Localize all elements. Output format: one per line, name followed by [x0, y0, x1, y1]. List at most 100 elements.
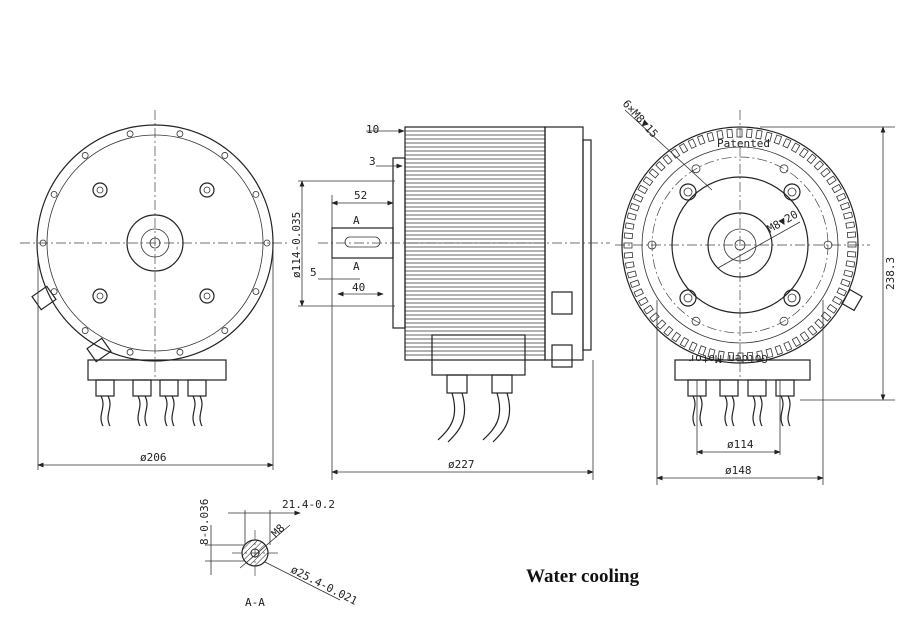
- dim-52: 52: [354, 189, 367, 202]
- bolt-icon: [783, 183, 801, 201]
- tooth: [655, 160, 666, 172]
- rear-view: Patented Golden Motor 6×M8▼15 M8▼20 238.…: [615, 97, 897, 485]
- tooth: [642, 176, 654, 187]
- tooth: [806, 153, 817, 165]
- tooth: [764, 131, 773, 142]
- m8-hole-icon: [647, 240, 657, 250]
- dim-21-4: 21.4-0.2: [282, 498, 335, 511]
- rear-housing: [621, 126, 859, 364]
- tooth: [799, 331, 810, 342]
- tooth: [773, 134, 783, 145]
- tooth: [843, 269, 854, 278]
- bolt-icon: [203, 186, 211, 194]
- cable-icon: [692, 395, 703, 427]
- dim-206: ø206: [140, 451, 167, 464]
- bolt-icon: [96, 186, 104, 194]
- tooth: [726, 128, 734, 139]
- tooth: [845, 260, 856, 268]
- tooth: [831, 183, 843, 194]
- rim-screw-icon: [252, 191, 260, 198]
- cable-gland-icon: [775, 379, 795, 397]
- m8-hole-icon: [779, 316, 789, 326]
- rim-screw-icon: [126, 130, 134, 138]
- tooth: [791, 336, 802, 348]
- tooth: [707, 348, 716, 359]
- tooth: [790, 142, 801, 154]
- tooth: [670, 148, 681, 159]
- tooth: [623, 242, 633, 249]
- cable-gland-icon: [95, 379, 115, 397]
- cable-gland-icon: [719, 379, 739, 397]
- tooth: [643, 304, 654, 315]
- rim-screw-icon: [263, 239, 271, 247]
- tooth: [736, 128, 743, 138]
- cable-gland-icon: [747, 379, 767, 397]
- front-view: ø206: [20, 110, 290, 470]
- dim-10: 10: [366, 123, 379, 136]
- cable-gland-icon: [159, 379, 179, 397]
- label-m8: M8: [269, 522, 288, 541]
- tooth: [629, 279, 641, 289]
- tooth: [624, 222, 635, 230]
- dim-227: ø227: [448, 458, 475, 471]
- tooth: [839, 201, 851, 211]
- cable-icon: [752, 395, 763, 427]
- tooth: [637, 184, 649, 195]
- section-mark-top: A: [353, 214, 360, 227]
- cable-icon: [100, 395, 111, 427]
- m8-hole-icon: [691, 316, 701, 326]
- tooth: [662, 154, 673, 165]
- caption-water-cooling: Water cooling: [526, 566, 640, 587]
- bolt-icon: [96, 292, 104, 300]
- m8-hole-icon: [779, 164, 789, 174]
- dim-238: 238.3: [884, 257, 897, 290]
- dim-148: ø148: [725, 464, 752, 477]
- motor-body: [404, 126, 546, 361]
- dim-40: 40: [352, 281, 365, 294]
- tooth: [756, 350, 764, 361]
- tooth: [687, 138, 697, 149]
- tooth: [696, 134, 706, 146]
- section-title: A-A: [245, 596, 265, 609]
- bolt-icon: [92, 288, 108, 304]
- tooth: [836, 192, 847, 202]
- tooth: [845, 221, 856, 229]
- tooth: [798, 147, 809, 159]
- tooth: [727, 351, 735, 362]
- cable-gland-icon: [132, 379, 152, 397]
- text-patented: Patented: [717, 137, 770, 150]
- bolt-icon: [683, 293, 693, 303]
- rim-screw-icon: [221, 152, 229, 159]
- m8-hole-icon: [691, 164, 701, 174]
- bolt-icon: [199, 288, 215, 304]
- tooth: [813, 160, 825, 171]
- bolt-icon: [92, 182, 108, 198]
- dim-25-4: ø25.4-0.021: [289, 563, 360, 608]
- tooth: [629, 202, 640, 212]
- cable-icon: [137, 395, 148, 427]
- junction-box: [431, 334, 526, 376]
- rim-screw-icon: [252, 288, 260, 295]
- label-6xm8: 6×M8▼15: [620, 97, 661, 140]
- tooth: [846, 231, 857, 239]
- bolt-icon: [783, 289, 801, 307]
- cable-gland-icon: [187, 379, 207, 397]
- dim-8: 8-0.036: [198, 499, 211, 545]
- m8-hole-icon: [823, 240, 833, 250]
- tooth: [633, 288, 644, 298]
- tooth: [820, 167, 831, 178]
- tooth: [706, 131, 715, 142]
- tooth: [737, 352, 744, 362]
- side-view: 10 3 ø114-0.035 52 A A 5 40 ø227: [290, 123, 610, 480]
- rim-screw-icon: [176, 348, 184, 356]
- front-housing: [36, 124, 274, 362]
- tooth: [623, 232, 634, 240]
- dim-5: 5: [310, 266, 317, 279]
- cable-icon: [724, 395, 735, 427]
- tooth: [836, 287, 847, 297]
- rim-screw-icon: [176, 130, 184, 138]
- tooth: [626, 270, 637, 279]
- bolt-icon: [199, 182, 215, 198]
